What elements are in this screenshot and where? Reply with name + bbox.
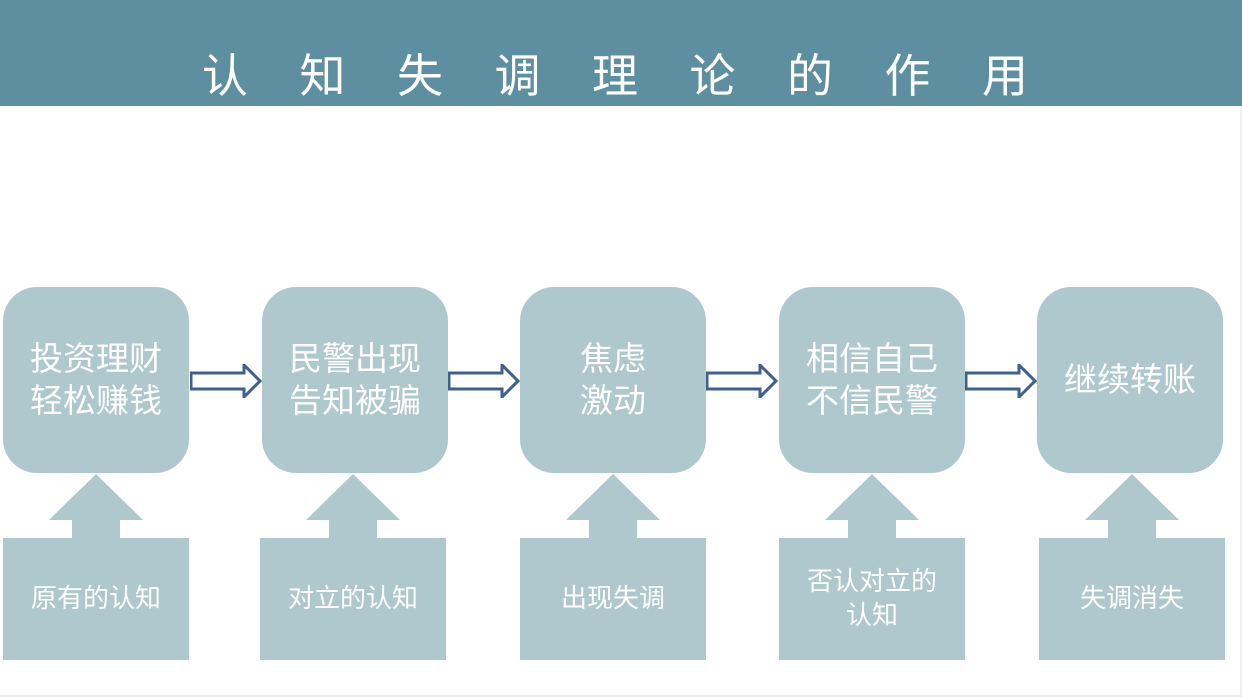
- process-step-line: 投资理财: [30, 339, 162, 378]
- process-step-line: 告知被骗: [289, 381, 421, 420]
- input-label: 对立的认知: [260, 538, 446, 660]
- input-label: 原有的认知: [3, 538, 189, 660]
- title-char: 的: [787, 49, 833, 103]
- input-label-line: 对立的认知: [287, 584, 418, 614]
- title-banner: [0, 0, 1242, 106]
- process-step-line: 继续转账: [1064, 360, 1196, 399]
- slide-title: 认 知 失 调 理 论 的 作 用: [200, 46, 1030, 106]
- input-callout: 失调消失: [1039, 474, 1225, 660]
- process-step-box: 投资理财 轻松赚钱: [3, 287, 189, 473]
- up-arrow-callout-icon: [3, 474, 189, 660]
- process-step-box: 焦虑 激动: [520, 287, 706, 473]
- process-step-line: 焦虑: [580, 339, 646, 378]
- up-arrow-callout-icon: [779, 474, 965, 660]
- title-char: 用: [982, 49, 1028, 103]
- input-label-line: 否认对立的: [806, 567, 937, 597]
- title-char: 知: [299, 49, 346, 103]
- up-arrow-callout-icon: [520, 474, 706, 660]
- process-step-box: 民警出现 告知被骗: [262, 287, 448, 473]
- input-callout: 原有的认知: [3, 474, 189, 660]
- input-callout: 对立的认知: [260, 474, 446, 660]
- process-step-line: 相信自己: [806, 339, 938, 378]
- title-char: 调: [494, 49, 541, 103]
- slide-right-edge: [1240, 106, 1242, 697]
- process-step-line: 轻松赚钱: [30, 381, 162, 420]
- up-arrow-callout-icon: [260, 474, 446, 660]
- title-char: 论: [689, 49, 736, 103]
- input-label: 否认对立的 认知: [779, 538, 965, 660]
- process-step-box: 继续转账: [1037, 287, 1223, 473]
- title-char: 作: [884, 49, 931, 103]
- right-arrow-icon: [190, 364, 262, 398]
- input-label-line: 认知: [845, 601, 898, 631]
- title-char: 理: [592, 49, 638, 103]
- input-label-line: 原有的认知: [30, 584, 161, 614]
- input-label-line: 出现失调: [560, 584, 665, 614]
- process-step-line: 不信民警: [806, 381, 938, 420]
- right-arrow-icon: [448, 364, 520, 398]
- title-char: 失: [397, 49, 443, 103]
- process-step-line: 激动: [580, 381, 646, 420]
- process-step-line: 民警出现: [289, 339, 421, 378]
- right-arrow-icon: [965, 364, 1037, 398]
- slide-bottom-edge: [0, 695, 1242, 697]
- input-label-line: 失调消失: [1079, 584, 1184, 614]
- title-char: 认: [202, 49, 248, 103]
- input-callout: 出现失调: [520, 474, 706, 660]
- process-step-box: 相信自己 不信民警: [779, 287, 965, 473]
- input-callout: 否认对立的 认知: [779, 474, 965, 660]
- input-label: 失调消失: [1039, 538, 1225, 660]
- right-arrow-icon: [706, 364, 778, 398]
- up-arrow-callout-icon: [1039, 474, 1225, 660]
- input-label: 出现失调: [520, 538, 706, 660]
